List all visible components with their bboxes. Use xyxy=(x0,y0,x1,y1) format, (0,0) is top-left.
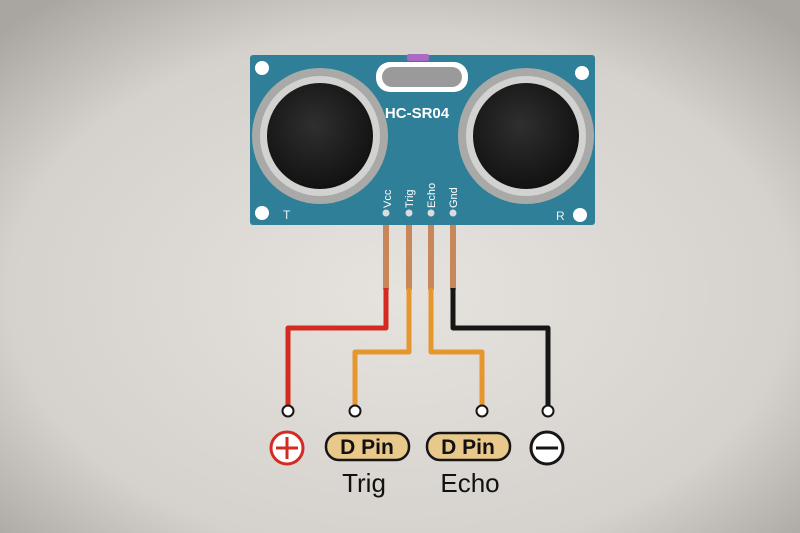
receiver-transducer-icon xyxy=(458,68,594,204)
trig-d-pin-badge: D Pin xyxy=(324,431,411,462)
component-marker xyxy=(407,54,429,61)
trig-lead xyxy=(406,214,412,290)
terminals xyxy=(281,404,555,418)
trig-badge-label: D Pin xyxy=(340,436,394,459)
minus-icon xyxy=(529,430,565,466)
model-label: HC-SR04 xyxy=(385,105,450,122)
pin-hole xyxy=(449,209,457,217)
pin-label-gnd: Gnd xyxy=(448,187,460,208)
gnd-lead xyxy=(450,214,456,290)
mounting-hole-icon xyxy=(575,66,589,80)
vcc-lead xyxy=(383,214,389,290)
crystal-body xyxy=(382,67,462,87)
pin-leads xyxy=(383,214,456,290)
receiver-label: R xyxy=(556,209,565,223)
gnd-wire xyxy=(450,288,551,405)
wires xyxy=(285,288,551,405)
trig-caption: Trig xyxy=(342,468,386,498)
mounting-hole-icon xyxy=(255,61,269,75)
echo-wire xyxy=(428,288,485,405)
transmitter-transducer-icon xyxy=(252,68,388,204)
echo-terminal-icon xyxy=(475,404,489,418)
pin-hole xyxy=(405,209,413,217)
pin-hole xyxy=(382,209,390,217)
pin-label-echo: Echo xyxy=(426,183,438,208)
echo-lead xyxy=(428,214,434,290)
trig-terminal-icon xyxy=(348,404,362,418)
pin-label-trig: Trig xyxy=(404,189,416,208)
trig-wire xyxy=(352,288,412,405)
hc-sr04-module: HC-SR04 T R Vcc Trig Echo Gnd xyxy=(250,54,595,225)
mounting-hole-icon xyxy=(573,208,587,222)
mounting-hole-icon xyxy=(255,206,269,220)
echo-badge-label: D Pin xyxy=(441,436,495,459)
echo-caption: Echo xyxy=(440,468,499,498)
vcc-terminal-icon xyxy=(281,404,295,418)
vcc-wire xyxy=(285,288,389,405)
pin-hole xyxy=(427,209,435,217)
gnd-terminal-icon xyxy=(541,404,555,418)
plus-icon xyxy=(269,430,305,466)
transmitter-label: T xyxy=(283,208,291,222)
echo-d-pin-badge: D Pin xyxy=(425,431,512,462)
pin-label-vcc: Vcc xyxy=(382,189,394,208)
